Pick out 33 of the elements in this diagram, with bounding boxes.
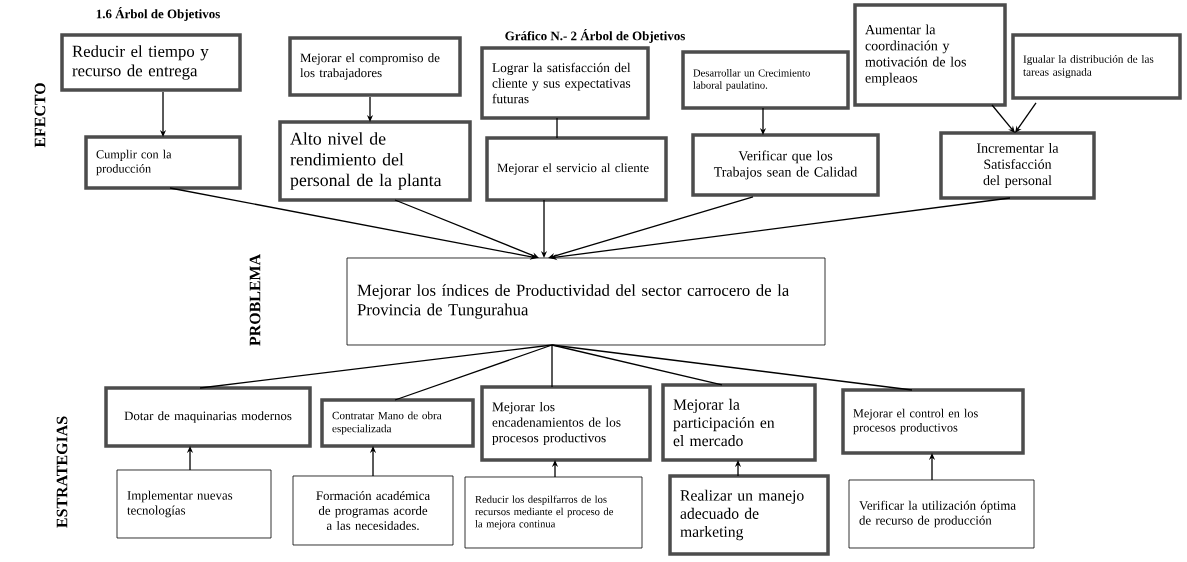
goal-box: Mejorar el servicio al cliente <box>485 136 668 202</box>
section-label: EFECTO <box>34 83 46 148</box>
goal-box: Dotar de maquinarias modernos <box>104 386 312 448</box>
goal-box: Mejorar los encadenamientos de los procesos productivos <box>480 385 652 462</box>
goal-box: Contratar Mano de obra especializada <box>320 398 475 448</box>
section-heading: 1.6 Árbol de Objetivos <box>96 7 220 21</box>
arrow <box>394 199 539 259</box>
arrow <box>1015 102 1037 133</box>
arrow <box>550 197 1011 261</box>
goal-box: Desarrollar un Crecimiento laboral paulatino. <box>681 50 850 110</box>
goal-box: Lograr la satisfacción del cliente y sus expectativas futuras <box>480 46 650 120</box>
goal-box: Igualar la distribución de las tareas asignada <box>1011 33 1182 100</box>
goal-box: Mejorar el compromiso de los trabajadores <box>288 36 462 97</box>
goal-box: Verificar que los Trabajos sean de Calidad <box>691 133 880 197</box>
goal-box: Formación académica de programas acorde a las necesidades. <box>292 475 454 546</box>
goal-box: Cumplir con la producción <box>84 135 242 190</box>
goal-box: Aumentar la coordinación y motivación de los empleaos <box>853 3 1007 107</box>
arrow <box>169 187 537 260</box>
goal-box: Implementar nuevas tecnologías <box>116 469 272 539</box>
goal-box: Realizar un manejo adecuado de marketing <box>668 474 830 556</box>
section-label: PROBLEMA <box>249 254 261 346</box>
goal-box: Alto nivel de rendimiento del personal de la planta <box>278 120 472 202</box>
goal-box: Reducir el tiempo y recurso de entrega <box>60 33 242 92</box>
title: Gráfico N.- 2 Árbol de Objetivos <box>505 29 685 43</box>
goal-box: Reducir los despilfarros de los recursos mediante el proceso de la mejora continua <box>464 476 643 549</box>
section-label: ESTRATEGIAS <box>56 416 68 528</box>
goal-box: Mejorar los índices de Productividad del sector carrocero de la Provincia de Tungurahua <box>346 257 826 346</box>
goal-box: Verificar la utilización óptima de recurso de producción <box>848 479 1035 549</box>
arrow <box>991 104 1015 133</box>
goal-box: Mejorar la participación en el mercado <box>661 383 817 462</box>
goal-box: Incrementar la Satisfacción del personal <box>939 131 1096 200</box>
arrow <box>548 196 754 259</box>
goal-box: Mejorar el control en los procesos productivos <box>841 388 1025 455</box>
